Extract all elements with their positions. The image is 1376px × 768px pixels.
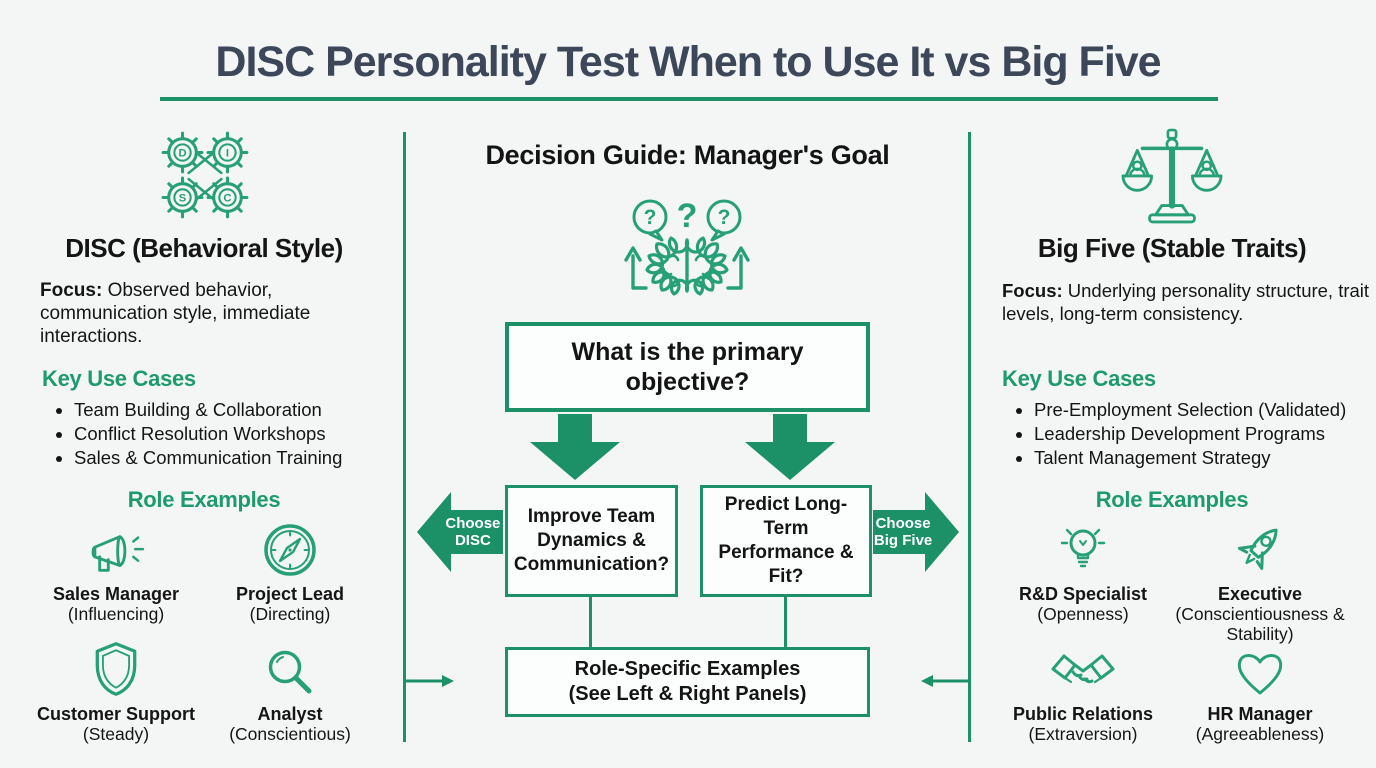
right-panel-heading: Big Five (Stable Traits) xyxy=(1037,233,1307,263)
rocket-icon xyxy=(1170,520,1350,578)
option-box-long-term: Predict Long-Term Performance & Fit? xyxy=(700,485,872,597)
role-subtitle: (Steady) xyxy=(82,724,150,744)
use-case-item: Team Building & Collaboration xyxy=(74,398,387,422)
down-arrow-right xyxy=(745,414,835,480)
inward-arrow-left xyxy=(406,673,454,689)
center-panel-heading: Decision Guide: Manager's Goal xyxy=(485,140,890,170)
disc-gears-icon: D I S C xyxy=(148,128,262,222)
left-divider-line xyxy=(403,132,406,742)
role-card-customer-support: Customer Support (Steady) xyxy=(30,640,202,744)
svg-text:?: ? xyxy=(677,197,698,235)
role-title: Executive xyxy=(1217,584,1303,604)
left-roles-heading: Role Examples xyxy=(127,487,281,512)
role-subtitle: (Conscientiousness & Stability) xyxy=(1175,604,1345,644)
role-subtitle: (Extraversion) xyxy=(1028,724,1138,744)
role-subtitle: (Directing) xyxy=(249,604,331,624)
use-case-item: Conflict Resolution Workshops xyxy=(74,422,387,446)
megaphone-icon xyxy=(30,520,202,578)
use-case-item: Talent Management Strategy xyxy=(1034,446,1360,470)
left-use-cases-list: Team Building & Collaboration Conflict R… xyxy=(52,398,387,470)
connector-line-right xyxy=(784,597,787,647)
left-focus-label: Focus: xyxy=(40,280,103,301)
right-focus-text: Focus: Underlying personality structure,… xyxy=(1002,279,1370,325)
balance-scales-icon xyxy=(1120,128,1224,226)
role-card-public-relations: Public Relations (Extraversion) xyxy=(993,640,1173,744)
brain-questions-icon: ? ? ? xyxy=(612,194,762,318)
role-title: Public Relations xyxy=(1012,704,1154,724)
role-title: HR Manager xyxy=(1207,704,1313,724)
handshake-icon xyxy=(993,640,1173,698)
svg-text:S: S xyxy=(179,193,187,205)
svg-text:I: I xyxy=(226,148,229,160)
compass-icon xyxy=(204,520,376,578)
right-divider-line xyxy=(968,132,971,742)
heart-icon xyxy=(1170,640,1350,698)
role-title: Sales Manager xyxy=(52,584,180,604)
use-case-item: Pre-Employment Selection (Validated) xyxy=(1034,398,1360,422)
svg-text:?: ? xyxy=(718,206,731,229)
right-use-cases-list: Pre-Employment Selection (Validated) Lea… xyxy=(1012,398,1360,470)
question-box: What is the primary objective? xyxy=(505,322,870,412)
use-case-item: Leadership Development Programs xyxy=(1034,422,1360,446)
right-focus-body: Underlying personality structure, trait … xyxy=(1002,280,1370,324)
role-subtitle: (Openness) xyxy=(1037,604,1129,624)
svg-text:C: C xyxy=(223,193,231,205)
result-box: Role-Specific Examples (See Left & Right… xyxy=(505,647,870,717)
lightbulb-icon xyxy=(993,520,1173,578)
inward-arrow-right xyxy=(921,673,969,689)
role-title: R&D Specialist xyxy=(1018,584,1148,604)
result-line1: Role-Specific Examples xyxy=(574,658,801,680)
role-card-executive: Executive (Conscientiousness & Stability… xyxy=(1170,520,1350,644)
page-title: DISC Personality Test When to Use It vs … xyxy=(215,38,1161,86)
svg-text:?: ? xyxy=(644,206,657,229)
role-subtitle: (Conscientious) xyxy=(229,724,351,744)
left-use-cases-heading: Key Use Cases xyxy=(42,366,196,391)
left-panel-heading: DISC (Behavioral Style) xyxy=(65,233,343,263)
choose-disc-arrow: Choose DISC xyxy=(417,492,503,572)
role-title: Customer Support xyxy=(36,704,195,724)
role-title: Project Lead xyxy=(235,584,345,604)
choose-big-five-arrow: Choose Big Five xyxy=(873,492,959,572)
role-subtitle: (Agreeableness) xyxy=(1195,724,1325,744)
left-focus-text: Focus: Observed behavior, communication … xyxy=(40,279,370,348)
right-focus-label: Focus: xyxy=(1002,280,1063,301)
right-roles-heading: Role Examples xyxy=(1095,487,1249,512)
right-use-cases-heading: Key Use Cases xyxy=(1002,366,1156,391)
role-card-rd-specialist: R&D Specialist (Openness) xyxy=(993,520,1173,624)
role-title: Analyst xyxy=(257,704,323,724)
left-focus-body: Observed behavior, communication style, … xyxy=(40,280,311,347)
shield-icon xyxy=(30,640,202,698)
role-card-hr-manager: HR Manager (Agreeableness) xyxy=(1170,640,1350,744)
role-card-sales-manager: Sales Manager (Influencing) xyxy=(30,520,202,624)
down-arrow-left xyxy=(530,414,620,480)
option-box-team-dynamics: Improve Team Dynamics & Communication? xyxy=(505,485,678,597)
use-case-item: Sales & Communication Training xyxy=(74,446,387,470)
magnifier-icon xyxy=(204,640,376,698)
role-subtitle: (Influencing) xyxy=(67,604,165,624)
choose-disc-label: Choose DISC xyxy=(445,515,501,549)
result-line2: (See Left & Right Panels) xyxy=(568,683,807,705)
role-card-project-lead: Project Lead (Directing) xyxy=(204,520,376,624)
connector-line-left xyxy=(589,597,592,647)
choose-big-five-label: Choose Big Five xyxy=(873,515,933,549)
role-card-analyst: Analyst (Conscientious) xyxy=(204,640,376,744)
title-underline xyxy=(160,97,1218,101)
svg-text:D: D xyxy=(178,148,186,160)
